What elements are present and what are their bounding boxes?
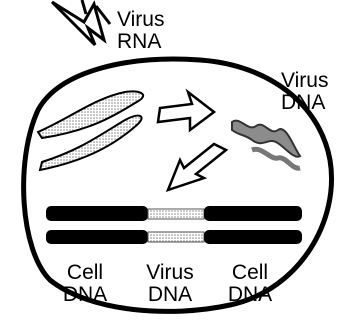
- label-virus-dna-line1: Virus: [281, 70, 328, 92]
- label-virus-rna-line1: Virus: [117, 9, 164, 31]
- label-virus-dna-inserted: Virus DNA: [139, 262, 201, 306]
- right-arrow-icon: [158, 92, 214, 130]
- label-cell-dna-right: Cell DNA: [224, 262, 276, 306]
- label-virus-dna-inserted-line1: Virus: [139, 262, 201, 284]
- cell-dna-right-upper: [204, 206, 302, 221]
- label-cell-dna-right-line1: Cell: [224, 262, 276, 284]
- down-left-arrow-icon: [168, 144, 226, 190]
- label-cell-dna-left-line2: DNA: [59, 284, 111, 306]
- integrated-dna: [46, 206, 302, 244]
- cell-dna-left-upper: [46, 206, 148, 221]
- virus-dna-insert-upper: [148, 209, 204, 219]
- label-cell-dna-left-line1: Cell: [59, 262, 111, 284]
- virus-dna-insert-lower: [148, 232, 204, 242]
- entry-arrow-icon: [52, 0, 110, 45]
- label-virus-rna: Virus RNA: [117, 9, 164, 53]
- cell-dna-right-lower: [204, 230, 302, 244]
- label-virus-dna-inserted-line2: DNA: [139, 284, 201, 306]
- label-cell-dna-right-line2: DNA: [224, 284, 276, 306]
- label-virus-dna-line2: DNA: [281, 92, 328, 114]
- label-cell-dna-left: Cell DNA: [59, 262, 111, 306]
- label-virus-rna-line2: RNA: [117, 31, 164, 53]
- label-virus-dna: Virus DNA: [281, 70, 328, 114]
- cell-dna-left-lower: [46, 230, 148, 244]
